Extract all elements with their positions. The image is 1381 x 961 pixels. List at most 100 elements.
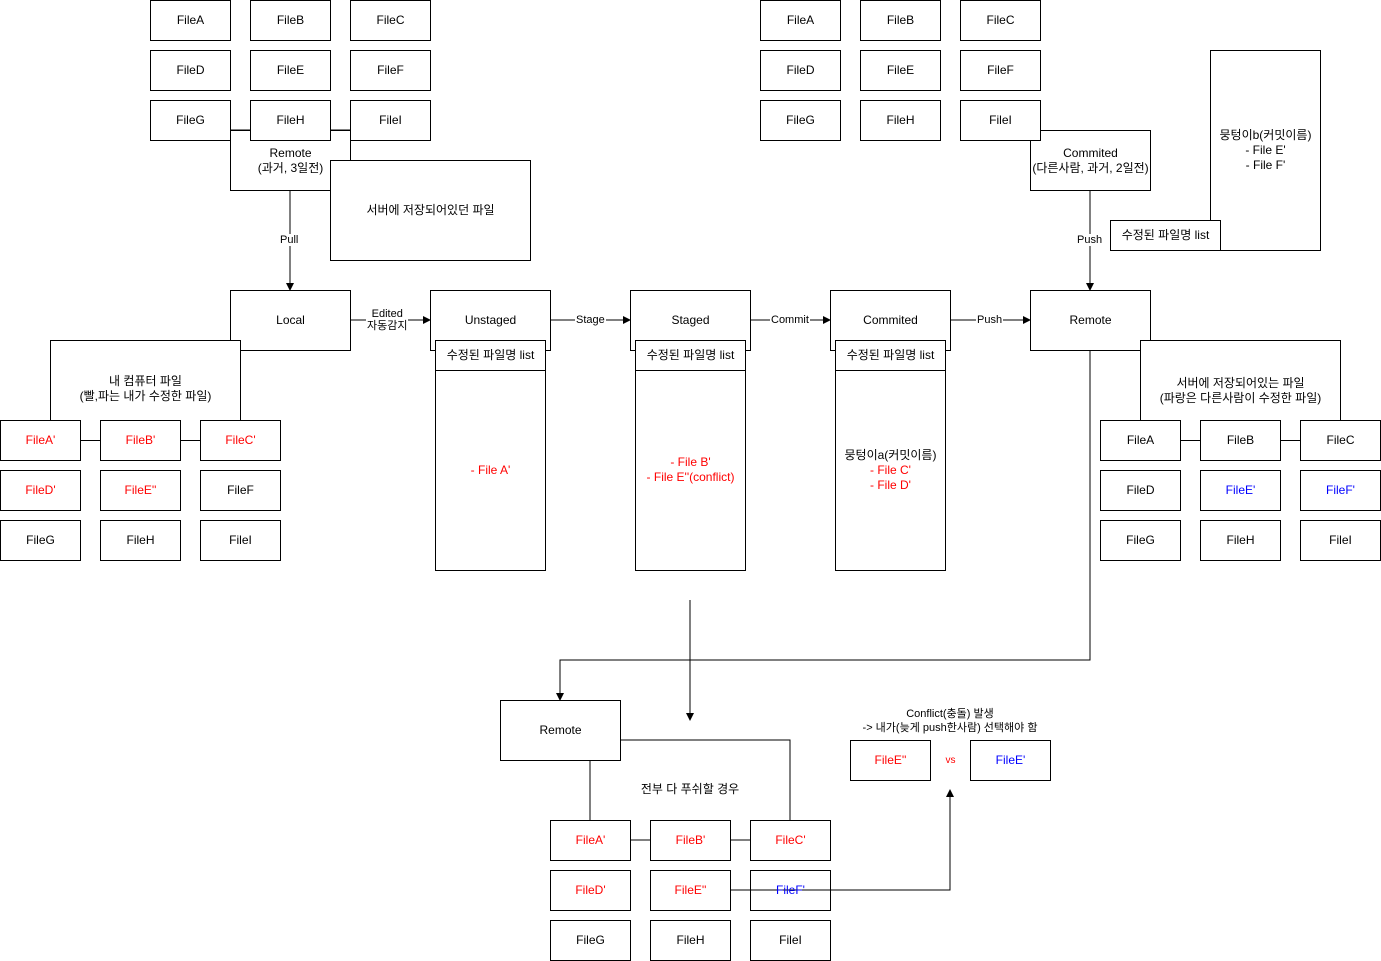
connector-bottom-remote-right	[620, 739, 791, 820]
file-label: FileF	[377, 63, 404, 77]
commited-list-header: 수정된 파일명 list	[835, 340, 946, 371]
file-label: FileH	[126, 533, 155, 547]
bottom-remote-note: 전부 다 푸쉬할 경우	[600, 775, 780, 803]
server-note-text: 서버에 저장되어있던 파일	[366, 203, 495, 217]
file-label: FileI	[989, 113, 1012, 127]
conflict-vs: vs	[931, 740, 970, 781]
file-label: FileH	[276, 113, 305, 127]
tl-file-h: FileH	[250, 100, 331, 141]
file-label: FileF'	[1326, 483, 1355, 497]
tr-file-e: FileE	[860, 50, 941, 91]
tl-server-note: 서버에 저장되어있던 파일	[330, 160, 531, 261]
file-label: FileB	[1226, 433, 1255, 447]
staged-title: Staged	[671, 313, 710, 327]
file-label: FileH	[1226, 533, 1255, 547]
local-note-text: 내 컴퓨터 파일 (빨,파는 내가 수정한 파일)	[79, 374, 212, 403]
bottom-file-g: FileG	[550, 920, 631, 961]
local-file-b: FileB'	[100, 420, 181, 461]
list-header-label: 수정된 파일명 list	[846, 348, 935, 362]
local-title: Local	[276, 313, 305, 327]
bottom-file-a: FileA'	[550, 820, 631, 861]
file-label: FileD'	[25, 483, 56, 497]
bottom-file-f: FileF'	[750, 870, 831, 911]
commit-a-name: 뭉텅이a(커밋이름)	[844, 447, 937, 462]
file-label: FileA'	[25, 433, 56, 447]
file-label: FileA	[176, 13, 205, 27]
staged-list-header: 수정된 파일명 list	[635, 340, 746, 371]
staged-items-text: - File B' - File E''(conflict)	[646, 455, 735, 484]
conflict-note: Conflict(충돌) 발생 -> 내가(늦게 push한사람) 선택해야 함	[840, 706, 1060, 736]
local-file-i: FileI	[200, 520, 281, 561]
bottom-file-h: FileH	[650, 920, 731, 961]
file-label: FileD	[1126, 483, 1155, 497]
push-label: Push	[976, 314, 1004, 326]
local-file-e: FileE''	[100, 470, 181, 511]
push-label-top: Push	[1076, 234, 1104, 246]
tr-file-f: FileF	[960, 50, 1041, 91]
conflict-note-text: Conflict(충돌) 발생 -> 내가(늦게 push한사람) 선택해야 함	[862, 708, 1038, 734]
merge-route-arrow	[556, 350, 1091, 701]
remote-node: Remote	[1030, 290, 1151, 351]
commit-b-text: 뭉텅이b(커밋이름) - File E' - File F'	[1219, 128, 1312, 172]
file-label: FileF	[987, 63, 1014, 77]
file-label: FileF'	[776, 883, 805, 897]
unstaged-title: Unstaged	[464, 313, 517, 327]
file-label: FileC	[376, 13, 405, 27]
tr-file-c: FileC	[960, 0, 1041, 41]
file-label: FileB	[886, 13, 915, 27]
remote-file-f: FileF'	[1300, 470, 1381, 511]
file-label: FileE'	[1225, 483, 1256, 497]
file-label: FileB'	[125, 433, 156, 447]
tr-modified-list: 수정된 파일명 list	[1110, 220, 1221, 251]
file-label: FileI	[779, 933, 802, 947]
commited-list	[835, 340, 946, 571]
file-label: FileH	[886, 113, 915, 127]
commited-past-label: Commited (다른사람, 과거, 2일전)	[1032, 145, 1149, 175]
bottom-remote-title: Remote	[539, 723, 582, 737]
tl-file-a: FileA	[150, 0, 231, 41]
local-file-d: FileD'	[0, 470, 81, 511]
remote-file-h: FileH	[1200, 520, 1281, 561]
tl-file-g: FileG	[150, 100, 231, 141]
tl-file-c: FileC	[350, 0, 431, 41]
file-label: FileG	[26, 533, 55, 547]
remote-file-d: FileD	[1100, 470, 1181, 511]
file-label: FileD	[176, 63, 205, 77]
remote-file-a: FileA	[1100, 420, 1181, 461]
file-label: FileG	[1126, 533, 1155, 547]
tl-file-b: FileB	[250, 0, 331, 41]
file-label: FileG	[176, 113, 205, 127]
file-label: FileD	[786, 63, 815, 77]
file-label: FileG	[786, 113, 815, 127]
tr-file-i: FileI	[960, 100, 1041, 141]
file-label: FileB'	[675, 833, 706, 847]
file-label: FileE'	[995, 753, 1026, 767]
local-file-f: FileF	[200, 470, 281, 511]
bottom-file-c: FileC'	[750, 820, 831, 861]
list-header-label: 수정된 파일명 list	[446, 348, 535, 362]
conflict-arrow	[730, 789, 954, 891]
bottom-file-b: FileB'	[650, 820, 731, 861]
unstaged-list-header: 수정된 파일명 list	[435, 340, 546, 371]
file-label: FileG	[576, 933, 605, 947]
remote-file-b: FileB	[1200, 420, 1281, 461]
file-label: FileE	[886, 63, 915, 77]
file-label: FileC	[1326, 433, 1355, 447]
file-label: FileA'	[575, 833, 606, 847]
commit-a-items: - File C' - File D'	[870, 462, 911, 492]
commit-label: Commit	[770, 314, 810, 326]
commited-title: Commited	[863, 313, 918, 327]
file-label: FileC	[986, 13, 1015, 27]
tr-file-h: FileH	[860, 100, 941, 141]
local-node: Local	[230, 290, 351, 351]
file-label: FileC'	[225, 433, 256, 447]
bottom-file-d: FileD'	[550, 870, 631, 911]
file-label: FileI	[229, 533, 252, 547]
file-label: FileC'	[775, 833, 806, 847]
local-file-g: FileG	[0, 520, 81, 561]
staged-items: - File B' - File E''(conflict)	[635, 370, 746, 570]
remote-past-label: Remote (과거, 3일전)	[257, 146, 324, 175]
tl-file-d: FileD	[150, 50, 231, 91]
bottom-file-e: FileE''	[650, 870, 731, 911]
file-label: FileI	[1329, 533, 1352, 547]
